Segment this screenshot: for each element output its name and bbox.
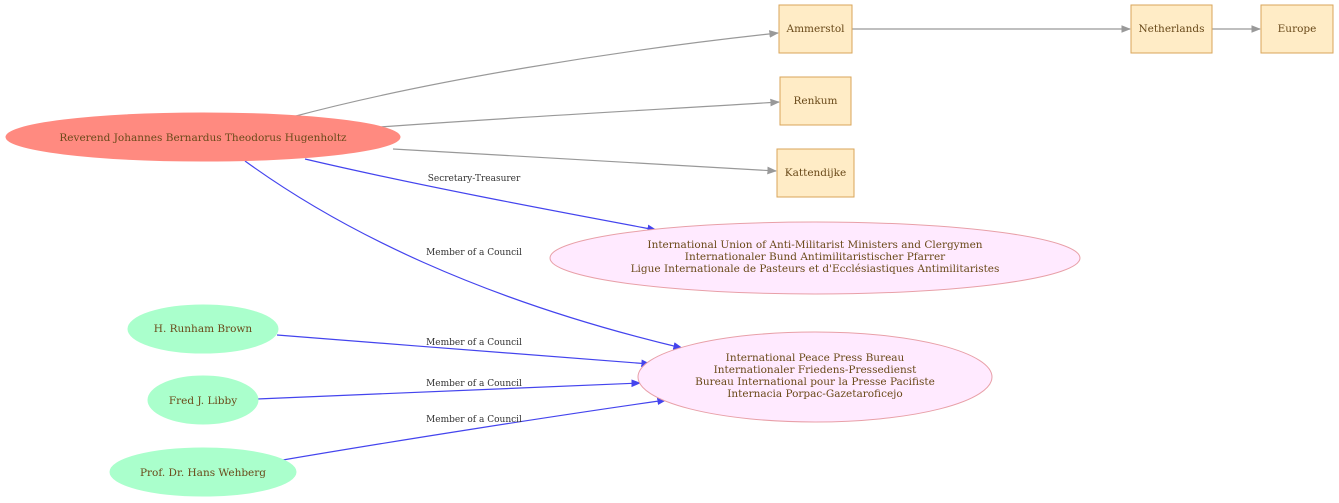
edge-hugenholtz-union — [304, 158, 657, 233]
node-europe-label: Europe — [1278, 23, 1317, 35]
node-brown-label: H. Runham Brown — [154, 323, 253, 335]
node-press-line-3: Bureau International pour la Presse Paci… — [695, 376, 935, 388]
node-press-line-2: Internationaler Friedens-Pressedienst — [714, 364, 917, 376]
edge-hugenholtz-kattendijke — [392, 148, 777, 175]
edge-label-council-brown: Member of a Council — [426, 338, 522, 348]
node-union-line-2: Internationaler Bund Antimilitaristische… — [685, 251, 946, 263]
node-libby[interactable]: Fred J. Libby — [147, 375, 259, 425]
node-wehberg-label: Prof. Dr. Hans Wehberg — [140, 467, 266, 479]
edge-label-council-libby: Member of a Council — [426, 379, 522, 389]
node-hugenholtz[interactable]: Reverend Johannes Bernardus Theodorus Hu… — [5, 112, 401, 162]
edge-label-council-hugenholtz: Member of a Council — [426, 248, 522, 258]
node-union[interactable]: International Union of Anti-Militarist M… — [549, 221, 1081, 295]
node-union-line-1: International Union of Anti-Militarist M… — [647, 239, 982, 251]
node-ammerstol[interactable]: Ammerstol — [778, 4, 853, 54]
node-ammerstol-label: Ammerstol — [785, 23, 845, 35]
edge-hugenholtz-press — [244, 160, 683, 350]
node-renkum[interactable]: Renkum — [779, 76, 852, 126]
node-press-line-4: Internacia Porpac-Gazetaroficejo — [727, 388, 903, 400]
node-press[interactable]: International Peace Press Bureau Interna… — [637, 331, 993, 423]
node-hugenholtz-label: Reverend Johannes Bernardus Theodorus Hu… — [59, 132, 347, 144]
edge-hugenholtz-ammerstol — [291, 30, 779, 118]
edge-hugenholtz-renkum — [365, 98, 780, 129]
edge-label-secretary-treasurer: Secretary-Treasurer — [428, 174, 521, 184]
node-union-line-3: Ligue Internationale de Pasteurs et d'Ec… — [631, 263, 1000, 275]
node-renkum-label: Renkum — [794, 95, 838, 107]
node-brown[interactable]: H. Runham Brown — [127, 304, 279, 354]
node-kattendijke-label: Kattendijke — [785, 167, 846, 179]
node-netherlands[interactable]: Netherlands — [1130, 4, 1213, 54]
node-europe[interactable]: Europe — [1260, 4, 1334, 54]
node-netherlands-label: Netherlands — [1138, 23, 1204, 35]
node-kattendijke[interactable]: Kattendijke — [776, 148, 855, 198]
node-wehberg[interactable]: Prof. Dr. Hans Wehberg — [109, 447, 297, 497]
node-libby-label: Fred J. Libby — [169, 395, 237, 407]
edge-label-council-wehberg: Member of a Council — [426, 415, 522, 425]
node-press-line-1: International Peace Press Bureau — [726, 352, 905, 364]
edge-wehberg-press — [276, 397, 667, 462]
edge-brown-press — [276, 334, 651, 368]
